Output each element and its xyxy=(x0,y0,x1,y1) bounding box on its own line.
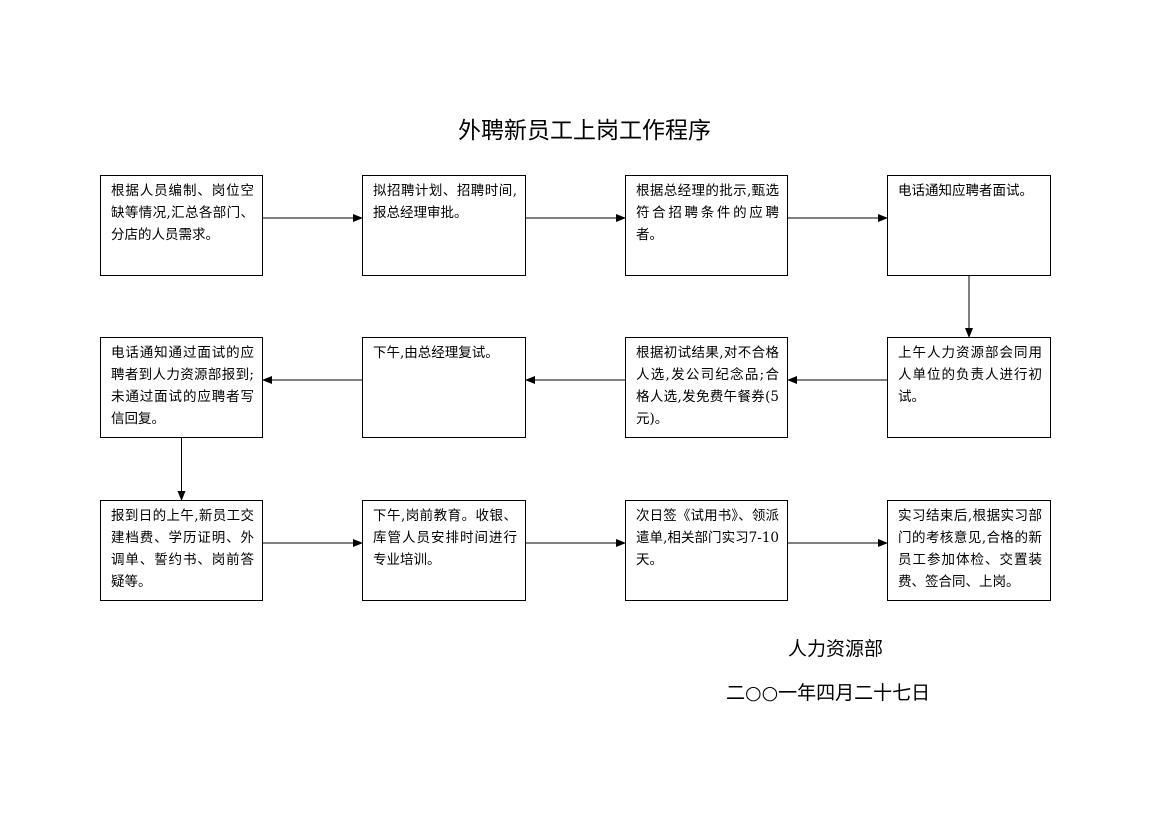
step-box-pre-job-training: 下午,岗前教育。收银、库管人员安排时间进行专业培训。 xyxy=(362,500,526,601)
step-box-screen-candidates: 根据总经理的批示,甄选符合招聘条件的应聘者。 xyxy=(625,175,788,276)
step-box-report-notice: 电话通知通过面试的应聘者到人力资源部报到;未通过面试的应聘者写信回复。 xyxy=(100,337,263,438)
step-box-probation-internship: 次日签《试用书》、领派遣单,相关部门实习7-10天。 xyxy=(625,500,788,601)
step-box-collect-needs: 根据人员编制、岗位空缺等情况,汇总各部门、分店的人员需求。 xyxy=(100,175,263,276)
diagram-title: 外聘新员工上岗工作程序 xyxy=(458,118,711,144)
step-box-first-interview: 上午人力资源部会同用人单位的负责人进行初试。 xyxy=(887,337,1051,438)
step-box-second-interview: 下午,由总经理复试。 xyxy=(362,337,526,438)
department-signature: 人力资源部 xyxy=(788,638,884,660)
step-box-recruit-plan: 拟招聘计划、招聘时间,报总经理审批。 xyxy=(362,175,526,276)
signature-date: 二○○一年四月二十七日 xyxy=(726,682,931,704)
step-box-onboarding-morning: 报到日的上午,新员工交建档费、学历证明、外调单、誓约书、岗前答疑等。 xyxy=(100,500,263,601)
step-box-contract-onboard: 实习结束后,根据实习部门的考核意见,合格的新员工参加体检、交置装费、签合同、上岗… xyxy=(887,500,1051,601)
step-box-interview-result: 根据初试结果,对不合格人选,发公司纪念品;合格人选,发免费午餐券(5元)。 xyxy=(625,337,788,438)
step-box-phone-interview-notice: 电话通知应聘者面试。 xyxy=(887,175,1051,276)
